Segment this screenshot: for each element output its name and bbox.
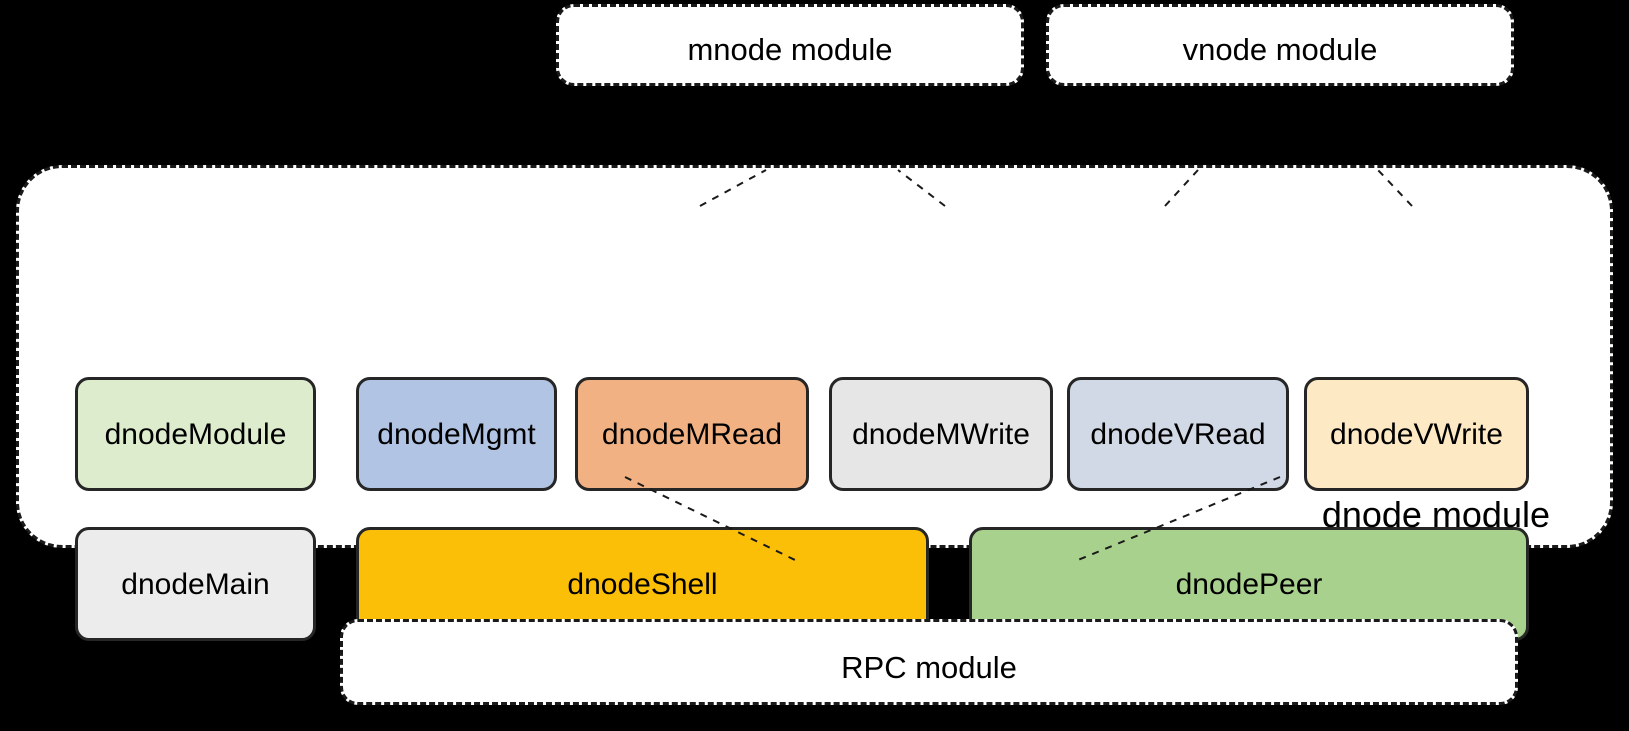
node-box-dnodemgmt[interactable]: dnodeMgmt (356, 377, 557, 491)
mnode-module-label: mnode module (687, 32, 893, 67)
dnode-module-container[interactable]: dnodeModule dnodeMgmt dnodeMRead dnodeMW… (16, 165, 1613, 641)
node-box-label: dnodeModule (104, 417, 287, 451)
node-box-label: dnodeMain (121, 567, 270, 601)
node-box-label: dnodeMWrite (852, 417, 1030, 451)
rpc-module-box[interactable]: RPC module (340, 619, 1518, 705)
dnode-module-label: dnode module (1321, 494, 1550, 535)
rpc-module-label: RPC module (841, 650, 1017, 685)
node-box-label: dnodePeer (1175, 567, 1323, 601)
mnode-module-box[interactable]: mnode module (556, 4, 1024, 86)
node-box-dnodemain[interactable]: dnodeMain (75, 527, 316, 641)
node-box-dnodemwrite[interactable]: dnodeMWrite (829, 377, 1053, 491)
node-box-label: dnodeMRead (601, 417, 783, 451)
node-box-dnodemread[interactable]: dnodeMRead (575, 377, 809, 491)
vnode-module-label: vnode module (1182, 32, 1378, 67)
vnode-module-box[interactable]: vnode module (1046, 4, 1514, 86)
node-box-dnodevread[interactable]: dnodeVRead (1067, 377, 1289, 491)
node-box-dnodemodule[interactable]: dnodeModule (75, 377, 316, 491)
node-box-label: dnodeMgmt (377, 417, 536, 451)
node-box-label: dnodeVRead (1090, 417, 1266, 451)
node-box-label: dnodeVWrite (1330, 417, 1503, 451)
node-box-dnodevwrite[interactable]: dnodeVWrite (1304, 377, 1529, 491)
node-box-label: dnodeShell (567, 567, 718, 601)
